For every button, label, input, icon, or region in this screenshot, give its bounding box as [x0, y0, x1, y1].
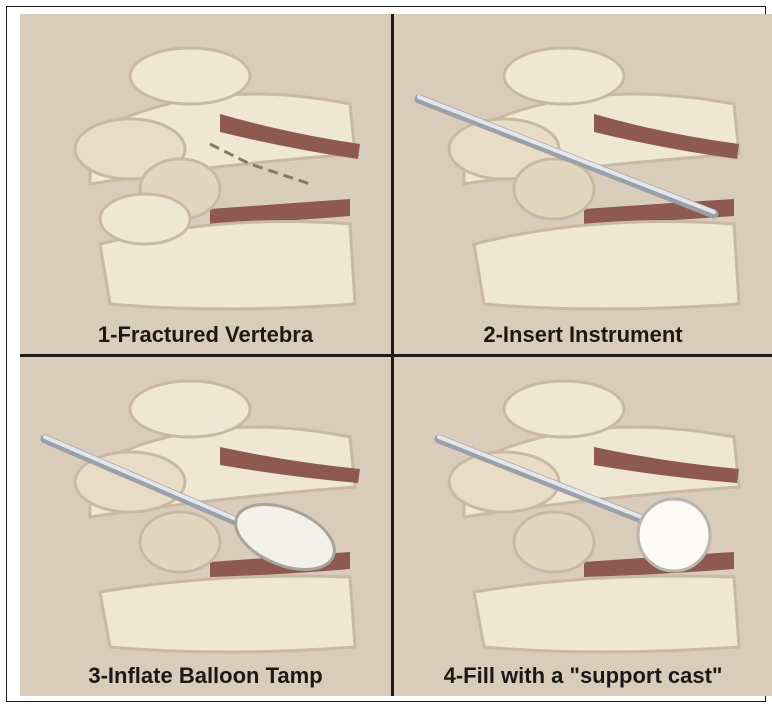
kyphoplasty-panel-grid: 1-Fractured Vertebra 2-Insert Instrument [20, 14, 772, 696]
panel-caption: 4-Fill with a "support cast" [394, 663, 772, 689]
panel-caption: 1-Fractured Vertebra [20, 322, 391, 348]
spine-illustration [20, 14, 391, 354]
spine-illustration [394, 357, 772, 696]
vertebra-upper [75, 381, 355, 517]
panel-caption: 3-Inflate Balloon Tamp [20, 663, 391, 689]
panel-inflate-balloon-tamp: 3-Inflate Balloon Tamp [20, 357, 391, 696]
vertebra-lower [100, 159, 355, 309]
panel-caption: 2-Insert Instrument [394, 322, 772, 348]
vertebra-lower [474, 159, 739, 309]
panel-insert-instrument: 2-Insert Instrument [394, 14, 772, 354]
spine-illustration [20, 357, 391, 696]
support-cast-cement [638, 499, 710, 571]
panel-fractured-vertebra: 1-Fractured Vertebra [20, 14, 391, 354]
panel-fill-support-cast: 4-Fill with a "support cast" [394, 357, 772, 696]
vertebra-upper [75, 48, 355, 184]
spine-illustration [394, 14, 772, 354]
